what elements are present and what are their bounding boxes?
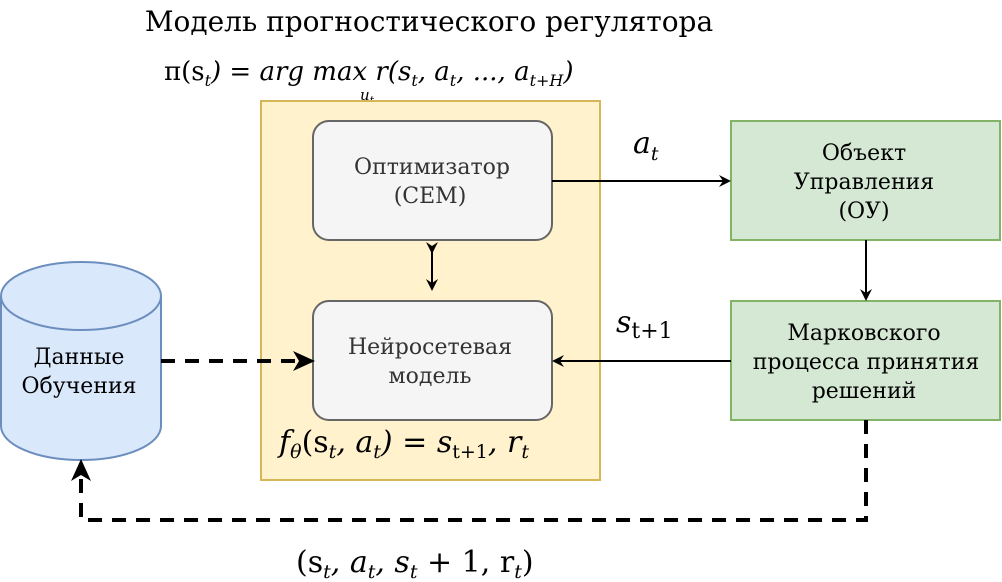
optimizer-node[interactable]: Оптимизатор (CEM) [312, 120, 553, 241]
neural-model-node[interactable]: Нейросетевая модель [312, 300, 553, 421]
control-object-label-line3: (ОУ) [838, 199, 889, 224]
training-data-label-line2: Обучения [22, 374, 137, 399]
control-object-node[interactable]: Объект Управления (ОУ) [730, 120, 1001, 241]
optimizer-label-line2: (CEM) [394, 184, 467, 209]
optimizer-box [312, 120, 553, 241]
neural-model-label-line1: Нейросетевая [348, 335, 512, 360]
transition-tuple-label: (st, at, st + 1, rt) [296, 545, 534, 582]
action-label: at [633, 126, 659, 165]
diagram-title: Модель прогностического регулятора [145, 5, 713, 38]
training-data-node[interactable]: Данные Обучения [0, 261, 162, 461]
next-state-label: st+1 [616, 305, 673, 344]
mdp-label-line2: процесса принятия [753, 350, 980, 375]
neural-model-label-line2: модель [389, 364, 472, 389]
mdp-label-line1: Марковского [787, 321, 940, 346]
model-formula: fθ(st, at) = st+1, rt [277, 425, 529, 463]
mdp-node[interactable]: Марковского процесса принятия решений [730, 300, 1001, 421]
optimizer-label-line1: Оптимизатор [354, 155, 510, 180]
control-object-label-line2: Управления [794, 170, 934, 195]
policy-formula: π(st) = arg max r(st, at, ..., at+H) [164, 57, 574, 90]
mdp-box [730, 300, 1001, 421]
edge-mdp-to-data [71, 420, 868, 522]
training-data-label-line1: Данные [34, 345, 125, 370]
cylinder-top [0, 261, 162, 331]
mdp-label-line3: решений [812, 379, 917, 404]
neural-model-box [312, 300, 553, 421]
control-object-label-line1: Объект [822, 141, 906, 166]
control-object-box [730, 120, 1001, 241]
